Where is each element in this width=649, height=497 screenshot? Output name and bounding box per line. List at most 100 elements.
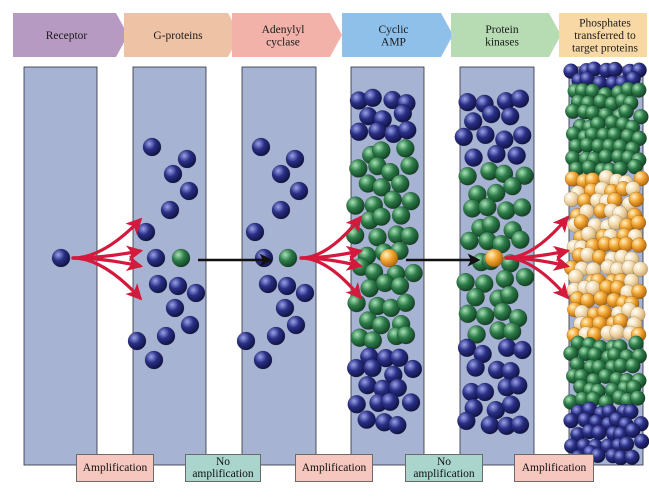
- green-molecule: [618, 103, 634, 119]
- navy-molecule: [358, 375, 377, 395]
- green-molecule: [628, 335, 644, 351]
- green-molecule: [396, 139, 415, 158]
- pathway-column-2: [132, 66, 207, 466]
- stage-header-6: [559, 13, 647, 57]
- navy-molecule: [388, 415, 407, 435]
- signal-arrows: [71, 215, 571, 301]
- fan-2-arrow-4: [299, 256, 363, 300]
- navy-molecule: [390, 348, 409, 368]
- stage-label-3-line-2: cyclase: [266, 36, 300, 48]
- navy-molecule: [347, 395, 366, 414]
- green-molecule: [633, 109, 649, 125]
- navy-molecule: [457, 411, 476, 431]
- navy-molecule: [591, 424, 607, 441]
- green-molecule: [512, 198, 532, 217]
- orange-molecule: [379, 248, 399, 268]
- green-molecule: [456, 272, 475, 292]
- stage-header-4: [342, 13, 453, 57]
- navy-molecule: [165, 298, 185, 318]
- navy-molecule: [507, 146, 526, 165]
- navy-molecule: [136, 222, 156, 242]
- green-molecule: [511, 230, 530, 249]
- green-molecule: [466, 288, 485, 307]
- navy-molecule: [177, 149, 197, 169]
- navy-molecule: [277, 276, 297, 296]
- green-molecule: [391, 174, 410, 193]
- green-molecule: [396, 325, 416, 345]
- navy-molecule: [346, 358, 366, 378]
- green-molecule: [503, 176, 522, 196]
- green-molecule: [372, 178, 391, 197]
- navy-molecule: [148, 274, 168, 294]
- navy-molecule: [618, 436, 635, 452]
- navy-molecule: [480, 415, 499, 435]
- green-molecule: [629, 390, 646, 406]
- navy-molecule: [464, 148, 483, 167]
- navy-molecule: [454, 127, 473, 147]
- navy-molecule: [271, 164, 291, 184]
- green-molecule: [383, 190, 402, 209]
- green-molecule: [401, 191, 421, 211]
- green-molecule: [278, 248, 298, 268]
- green-molecule: [631, 82, 647, 98]
- fan-3-arrow-4: [504, 256, 570, 300]
- navy-molecule: [160, 200, 180, 220]
- navy-molecule: [51, 248, 71, 268]
- green-molecule: [391, 206, 411, 225]
- navy-molecule: [633, 433, 649, 450]
- navy-molecule: [487, 144, 506, 164]
- navy-molecule: [180, 315, 200, 335]
- green-molecule: [475, 306, 495, 326]
- orange-molecule: [628, 191, 644, 208]
- green-molecule: [347, 293, 366, 313]
- navy-molecule: [509, 376, 528, 395]
- green-molecule: [458, 304, 478, 323]
- green-molecule: [349, 159, 368, 178]
- green-molecule: [502, 322, 522, 341]
- navy-molecule: [363, 358, 382, 378]
- stage-header-5: [451, 13, 561, 57]
- tag-no-amplification-1: No amplification: [185, 454, 261, 482]
- navy-molecule: [607, 61, 623, 78]
- stage-label-4-line-1: Cyclic: [378, 24, 408, 36]
- green-molecule: [371, 315, 391, 335]
- green-molecule: [171, 248, 191, 268]
- navy-molecule: [289, 181, 309, 201]
- green-molecule: [481, 215, 501, 235]
- green-molecule: [627, 158, 643, 175]
- green-molecule: [500, 285, 519, 305]
- navy-molecule: [251, 137, 271, 157]
- green-molecule: [495, 269, 515, 289]
- navy-molecule: [501, 395, 521, 414]
- tag-no-amplification-2: No amplification: [405, 454, 483, 482]
- navy-molecule: [401, 393, 421, 412]
- pathway-column-3: [241, 66, 317, 466]
- navy-molecule: [168, 276, 188, 296]
- green-molecule: [346, 196, 365, 215]
- navy-molecule: [476, 125, 495, 145]
- navy-molecule: [388, 378, 407, 397]
- stage-header-1: [13, 13, 128, 57]
- stage-label-2-line-1: G-proteins: [153, 30, 203, 42]
- cream-molecule: [632, 261, 648, 277]
- orange-molecule: [631, 283, 647, 300]
- navy-molecule: [463, 112, 483, 131]
- pathway-columns: [23, 66, 644, 466]
- green-molecule: [487, 183, 506, 203]
- navy-molecule: [363, 88, 382, 108]
- navy-molecule: [295, 283, 315, 303]
- green-molecule: [475, 274, 494, 293]
- navy-molecule: [495, 130, 514, 149]
- navy-molecule: [286, 315, 306, 335]
- green-molecule: [400, 226, 419, 246]
- navy-molecule: [513, 126, 532, 145]
- stage-label-3-line-1: Adenylyl: [262, 24, 305, 36]
- navy-molecule: [349, 122, 369, 141]
- navy-molecule: [253, 350, 273, 370]
- green-molecule: [515, 267, 535, 287]
- navy-molecule: [398, 120, 417, 140]
- stage-label-6-line-2: transferred to: [574, 30, 636, 42]
- navy-molecule: [245, 222, 265, 242]
- navy-molecule: [624, 449, 640, 465]
